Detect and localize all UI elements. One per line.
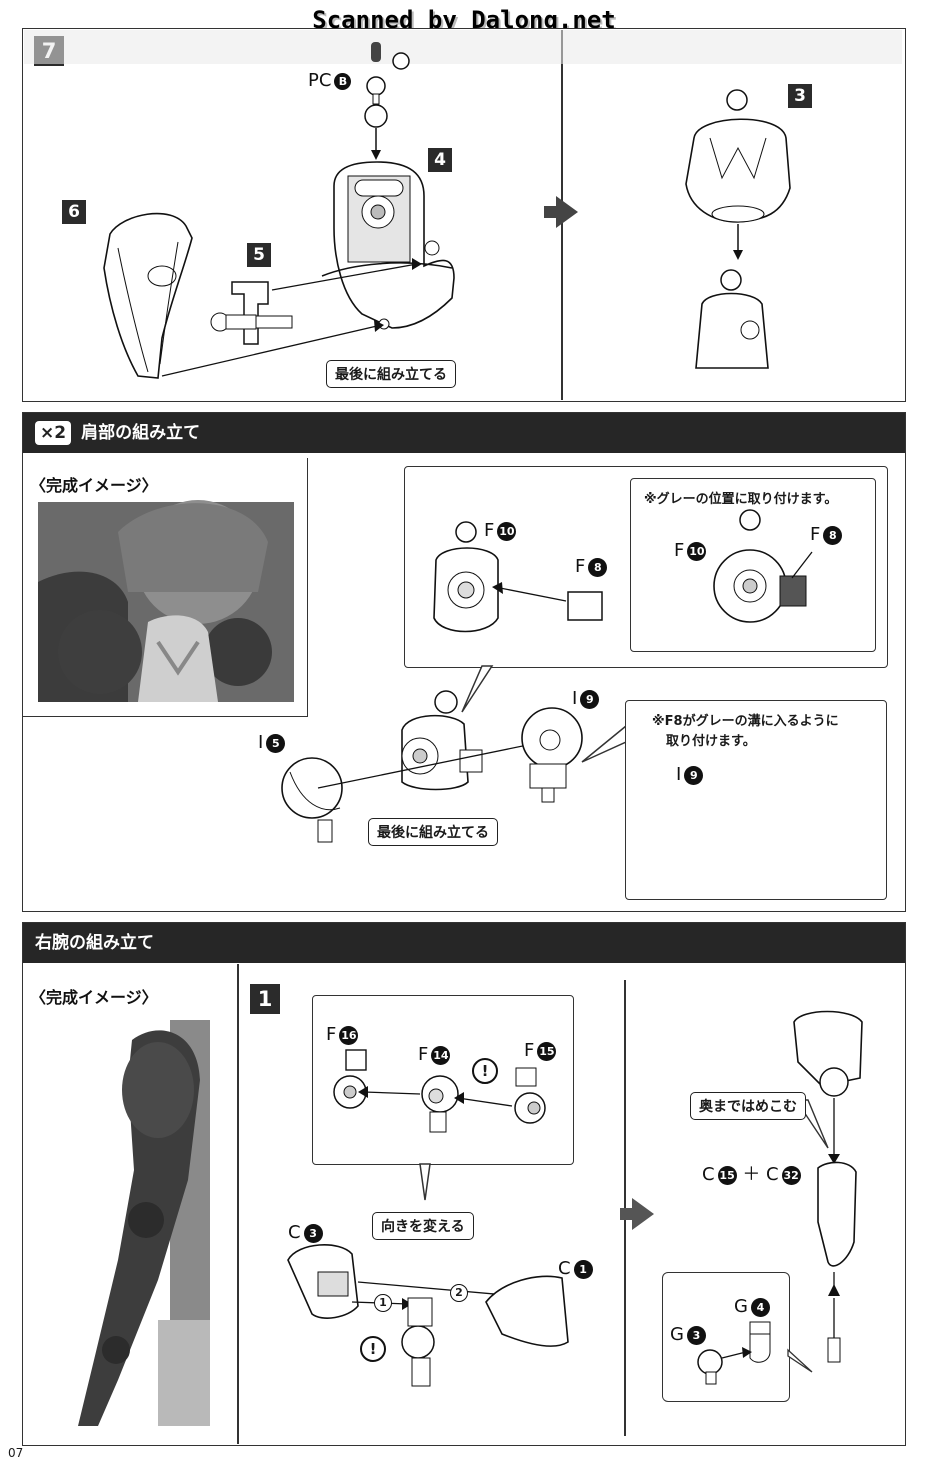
part-number: 1 <box>573 1259 593 1279</box>
part-number: 14 <box>431 1045 451 1065</box>
part-label-4: 4 <box>428 148 452 172</box>
page-number: 07 <box>8 1446 24 1460</box>
step1-number: 1 <box>250 984 280 1014</box>
rightarm-image-title: 〈完成イメージ〉 <box>30 988 158 1007</box>
part-code: PC <box>308 70 332 91</box>
part-code: F <box>418 1044 429 1065</box>
part-code: G <box>734 1296 748 1317</box>
rightarm-completed-photo <box>38 1020 210 1426</box>
assemble-last-callout-2: 最後に組み立てる <box>368 818 498 846</box>
caution-icon: ! <box>472 1058 498 1084</box>
part-code: C <box>702 1164 715 1185</box>
part-label-6: 6 <box>62 200 86 224</box>
part-code: I <box>572 688 578 709</box>
part-number: 3 <box>686 1325 706 1345</box>
part-number: 16 <box>339 1025 359 1045</box>
note2-line1: ※F8がグレーの溝に入るように <box>652 714 839 729</box>
shoulder-title: 肩部の組み立て <box>81 423 201 443</box>
shoulder-note2-box <box>625 700 887 900</box>
part-number: 9 <box>580 689 600 709</box>
rightarm-image-divider <box>237 964 239 1444</box>
part-number: 3 <box>303 1223 323 1243</box>
step7-drawing <box>103 42 791 379</box>
photo-shapes <box>38 500 294 702</box>
part-number: 8 <box>823 525 843 545</box>
change-direction-callout: 向きを変える <box>372 1212 474 1240</box>
part-number: 4 <box>750 1297 770 1317</box>
order-1-icon: 1 <box>374 1294 392 1312</box>
part-code: F <box>484 520 495 541</box>
part-code: I <box>676 764 682 785</box>
quantity-badge: ×2 <box>35 421 72 445</box>
part-number: 15 <box>537 1041 557 1061</box>
part-code: C <box>766 1164 779 1185</box>
note2-line2: 取り付けます。 <box>666 734 756 749</box>
caution-icon-2: ! <box>360 1336 386 1362</box>
photo-shapes <box>78 1020 210 1426</box>
rightarm-title: 右腕の組み立て <box>35 933 154 953</box>
part-code: F <box>810 524 821 545</box>
part-number: 32 <box>781 1165 801 1185</box>
part-code: F <box>524 1040 535 1061</box>
part-code: C <box>558 1258 571 1279</box>
shoulder-note2: ※F8がグレーの溝に入るように 取り付けます。 <box>652 712 839 752</box>
part-number: 10 <box>687 541 707 561</box>
order-2-icon: 2 <box>450 1284 468 1302</box>
part-code: I <box>258 732 264 753</box>
part-label-3: 3 <box>788 84 812 108</box>
shoulder-note1: ※グレーの位置に取り付けます。 <box>644 492 838 507</box>
rightarm-header: 右腕の組み立て <box>23 923 905 963</box>
g-parts-drawing <box>697 1321 813 1385</box>
part-code: G <box>670 1324 684 1345</box>
assemble-last-callout: 最後に組み立てる <box>326 360 456 388</box>
shoulder-image-title: 〈完成イメージ〉 <box>30 476 158 495</box>
part-number: 10 <box>497 521 517 541</box>
shoulder-header: ×2 肩部の組み立て <box>23 413 905 453</box>
part-code: F <box>674 540 685 561</box>
part-number: 15 <box>717 1165 737 1185</box>
ghost-strip <box>24 30 902 64</box>
plus-sign: ＋ <box>742 1164 761 1185</box>
shoulder-completed-photo <box>38 500 294 702</box>
part-code: F <box>575 556 586 577</box>
part-number: 5 <box>266 733 286 753</box>
part-number: 8 <box>588 557 608 577</box>
part-code: F <box>326 1024 337 1045</box>
part-number: B <box>334 72 352 90</box>
part-label-5: 5 <box>247 243 271 267</box>
part-code: C <box>288 1222 301 1243</box>
part-number: 9 <box>684 765 704 785</box>
push-all-the-way-callout: 奥まではめこむ <box>690 1092 806 1120</box>
